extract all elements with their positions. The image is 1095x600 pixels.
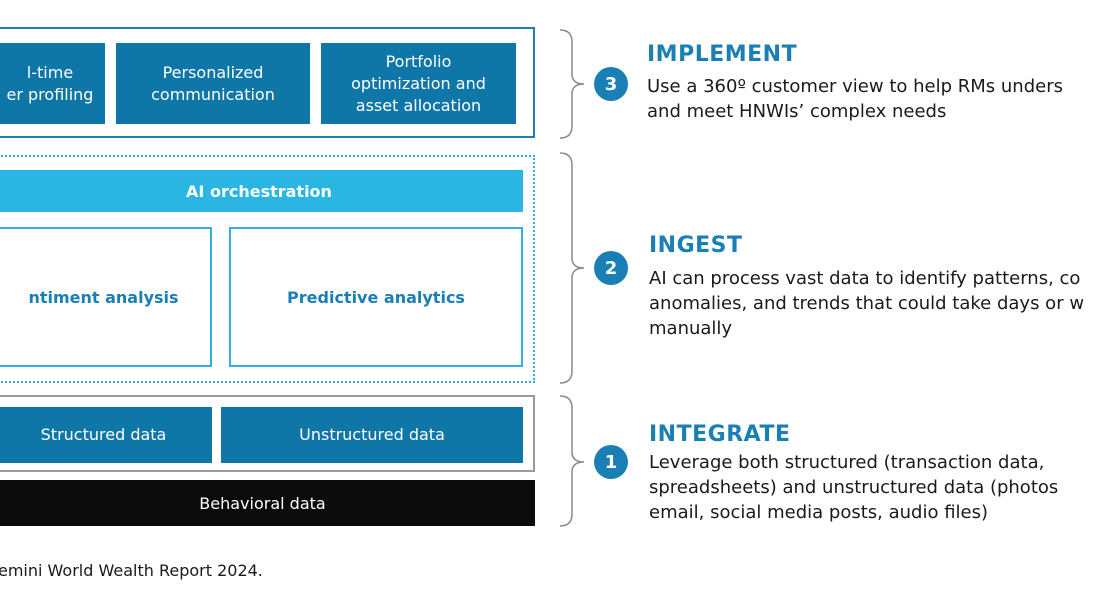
structured-data-box: Structured data xyxy=(0,407,212,463)
step-3-circle: 3 xyxy=(594,67,628,101)
behavioral-data-bar: Behavioral data xyxy=(0,480,535,526)
source-text: emini World Wealth Report 2024. xyxy=(0,561,263,580)
step-3-title: IMPLEMENT xyxy=(647,42,798,67)
personalized-communication-box: Personalized communication xyxy=(116,43,310,124)
sentiment-analysis-box: ntiment analysis xyxy=(0,227,212,367)
step-2-circle: 2 xyxy=(594,251,628,285)
step-2-description: AI can process vast data to identify pat… xyxy=(649,268,1085,339)
realtime-profiling-box: l-time er profiling xyxy=(0,43,105,124)
ingest-layer-frame xyxy=(0,155,535,383)
step-3-description: Use a 360º customer view to help RMs und… xyxy=(647,76,1063,122)
integrate-layer-frame xyxy=(0,395,535,472)
unstructured-data-box: Unstructured data xyxy=(221,407,523,463)
predictive-analytics-box: Predictive analytics xyxy=(229,227,523,367)
portfolio-optimization-box: Portfolio optimization and asset allocat… xyxy=(321,43,516,124)
step-1-description: Leverage both structured (transaction da… xyxy=(649,452,1059,523)
step-2-title: INGEST xyxy=(649,233,743,258)
step-1-title: INTEGRATE xyxy=(649,422,791,447)
implement-layer-frame xyxy=(0,27,535,138)
step-1-circle: 1 xyxy=(594,445,628,479)
ai-orchestration-bar: AI orchestration xyxy=(0,170,523,212)
